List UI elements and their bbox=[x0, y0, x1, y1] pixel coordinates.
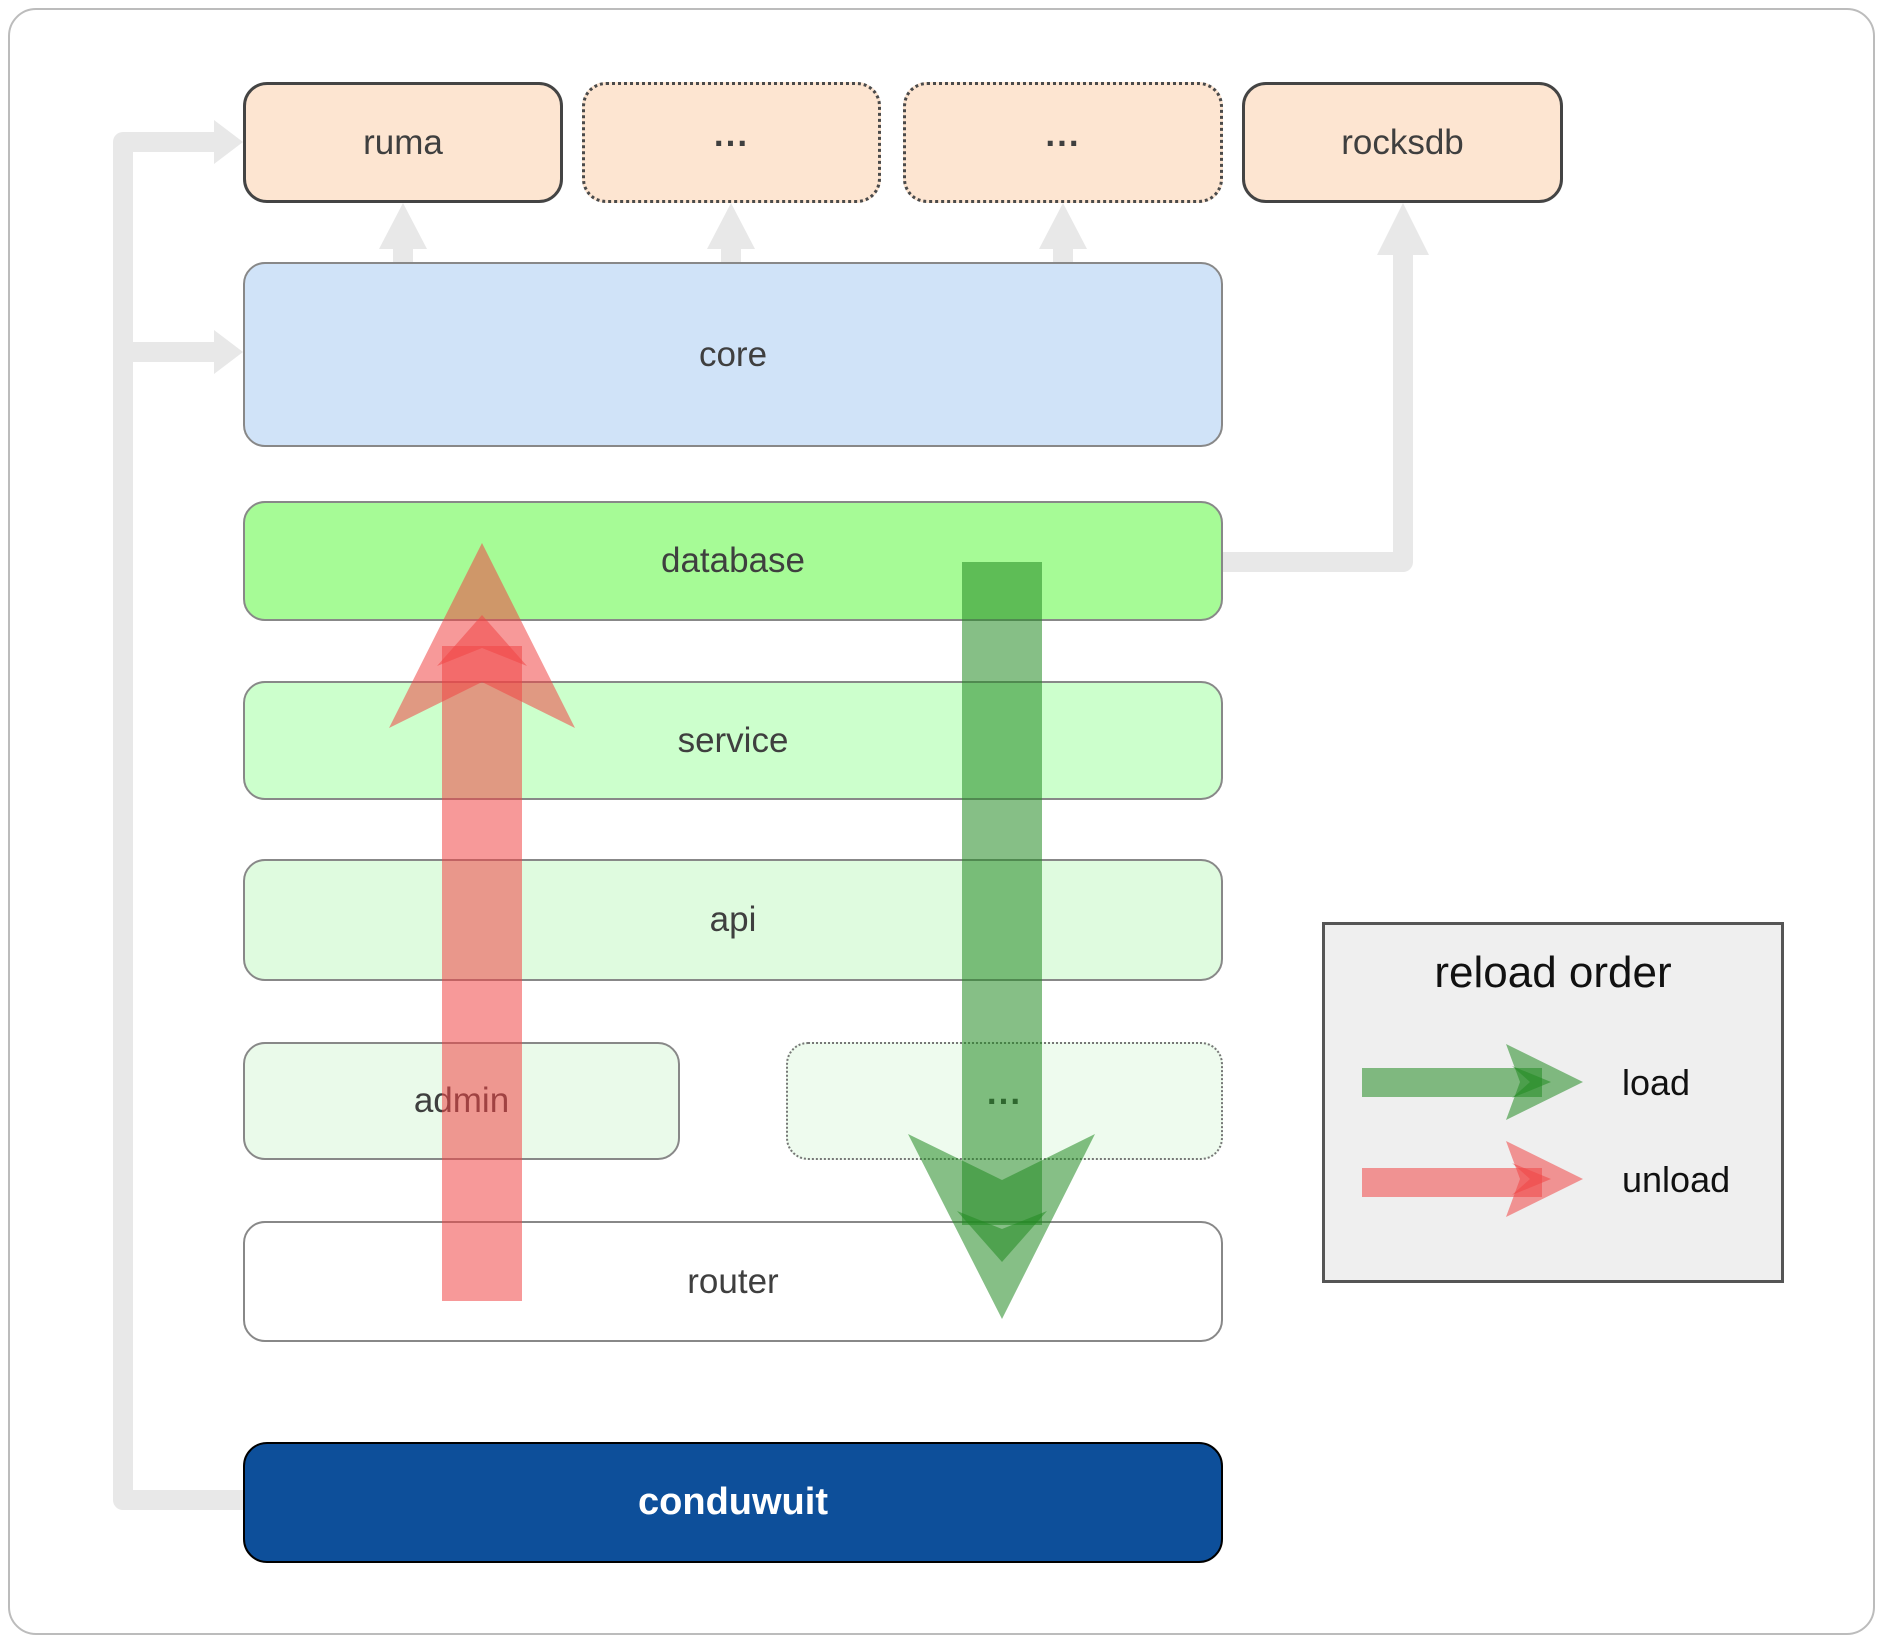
legend-unload-label: unload bbox=[1622, 1159, 1731, 1200]
node-rocksdb-label: rocksdb bbox=[1341, 122, 1464, 162]
node-api-label: api bbox=[709, 900, 757, 939]
node-conduwuit-label: conduwuit bbox=[638, 1481, 828, 1523]
node-core-label: core bbox=[698, 334, 768, 374]
node-dots-top-1-label: ... bbox=[713, 114, 750, 154]
node-database-label: database bbox=[660, 541, 806, 580]
node-dots-top-1: ... bbox=[582, 82, 881, 203]
legend-load-label: load bbox=[1622, 1062, 1691, 1103]
node-database: database bbox=[243, 501, 1223, 621]
legend-box bbox=[1322, 922, 1784, 1283]
node-conduwuit: conduwuit bbox=[243, 1442, 1223, 1563]
node-core: core bbox=[243, 262, 1223, 447]
diagram-outer-frame bbox=[8, 8, 1875, 1635]
node-api: api bbox=[243, 859, 1223, 981]
node-dots-mid: ... bbox=[786, 1042, 1223, 1160]
node-rocksdb: rocksdb bbox=[1242, 82, 1563, 203]
node-dots-top-2-label: ... bbox=[1045, 114, 1081, 154]
node-admin-label: admin bbox=[413, 1081, 510, 1120]
node-service: service bbox=[243, 681, 1223, 800]
node-dots-top-2: ... bbox=[903, 82, 1223, 203]
node-dots-mid-label: ... bbox=[986, 1073, 1023, 1112]
node-ruma-label: ruma bbox=[363, 122, 443, 162]
legend-title: reload order bbox=[1434, 948, 1672, 997]
node-ruma: ruma bbox=[243, 82, 563, 203]
node-router: router bbox=[243, 1221, 1223, 1342]
node-admin: admin bbox=[243, 1042, 680, 1160]
node-router-label: router bbox=[687, 1261, 779, 1301]
node-service-label: service bbox=[677, 720, 789, 760]
